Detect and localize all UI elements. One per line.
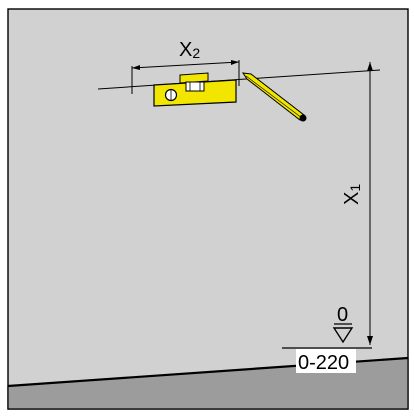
x1-label-group: X1 <box>341 184 363 205</box>
zero-label: 0 <box>337 304 348 326</box>
x1-label: X1 <box>341 184 363 205</box>
x1-arrow-top <box>367 62 373 71</box>
x1-arrow-bottom <box>367 336 373 345</box>
x2-label: X2 <box>179 39 200 61</box>
x2-dimension: X2 <box>131 39 240 94</box>
x2-dimension-line <box>131 61 240 69</box>
height-range-background <box>296 349 356 373</box>
x2-arrow-right <box>231 60 239 65</box>
x1-dimension: X1 <box>341 62 373 345</box>
zero-reference-marker: 0 0-220 <box>282 304 372 374</box>
x2-arrow-left <box>132 65 140 70</box>
height-range-label: 0-220 <box>298 352 349 374</box>
pencil-end <box>299 114 307 122</box>
level-top-vial-housing <box>179 72 209 84</box>
pencil-icon <box>241 72 307 122</box>
triangle-down-icon <box>332 327 354 344</box>
pencil-edge <box>245 75 303 119</box>
spirit-level-icon <box>153 72 237 107</box>
level-center-vial <box>185 81 205 92</box>
